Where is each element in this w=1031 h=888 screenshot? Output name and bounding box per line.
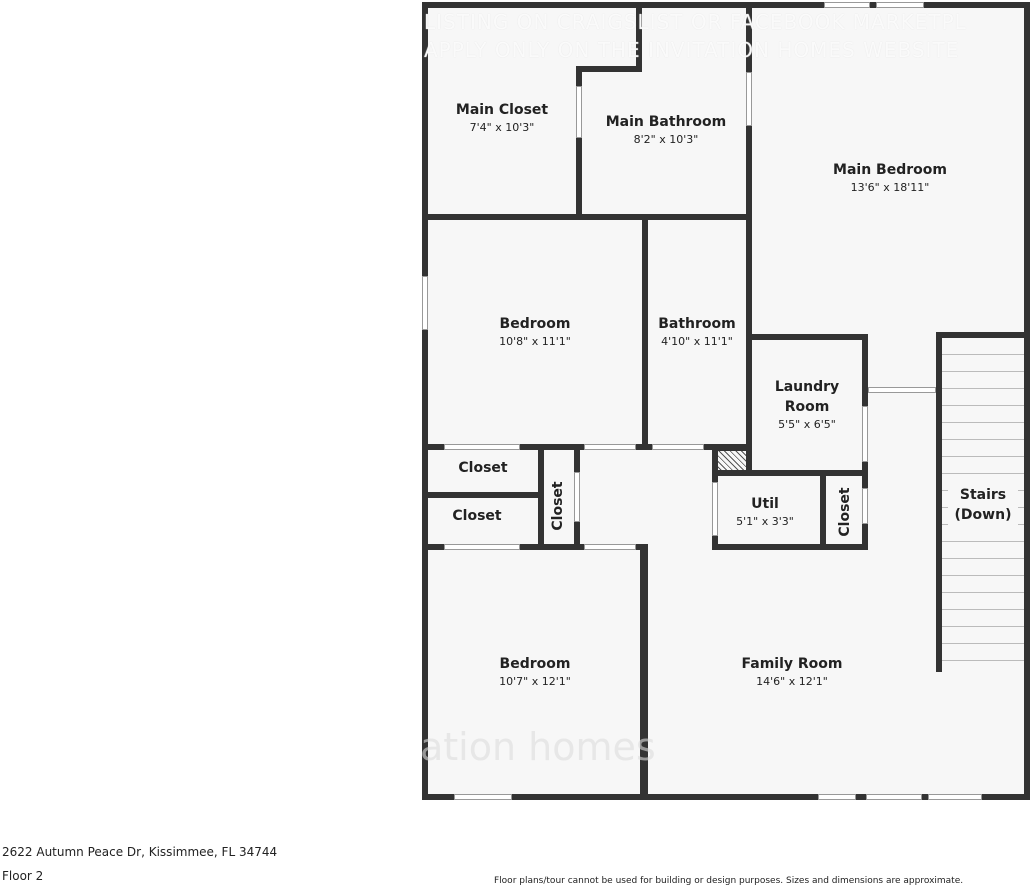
doorway	[574, 472, 580, 522]
window	[824, 2, 870, 8]
window	[422, 276, 428, 330]
wall	[642, 220, 648, 450]
doorway	[862, 406, 868, 462]
doorway	[746, 72, 752, 126]
doorway	[576, 86, 582, 138]
watermark-line-2: APPLY ONLY ON THE INVITATION HOMES WEBSI…	[424, 38, 960, 62]
window	[818, 794, 856, 800]
wall	[422, 492, 542, 498]
wall	[640, 544, 648, 800]
window	[928, 794, 982, 800]
room-closet-4: Closet	[837, 487, 853, 537]
wall	[1024, 2, 1030, 800]
doorway	[712, 482, 718, 536]
wall	[936, 332, 942, 672]
floor-label: Floor 2	[2, 869, 44, 883]
wall	[636, 2, 642, 72]
doorway	[862, 488, 868, 524]
address: 2622 Autumn Peace Dr, Kissimmee, FL 3474…	[2, 845, 278, 859]
window	[454, 794, 512, 800]
doorway	[652, 444, 704, 450]
wall	[936, 332, 1030, 338]
wall	[422, 214, 752, 220]
wall	[712, 470, 868, 476]
stairs-down: Stairs (Down)	[948, 485, 1018, 525]
wall	[422, 2, 428, 800]
wall	[746, 2, 752, 476]
doorway	[584, 444, 636, 450]
wall	[538, 450, 544, 550]
wall	[422, 2, 1030, 8]
wall	[422, 794, 1030, 800]
wall	[422, 544, 648, 550]
floor-area	[422, 2, 1030, 800]
railing	[868, 387, 936, 393]
disclaimer: Floor plans/tour cannot be used for buil…	[494, 876, 964, 886]
watermark-line-1: LISTING ON CRAIGSLIST OR FACEBOOK MARKET…	[424, 10, 967, 34]
window	[866, 794, 922, 800]
wall	[576, 66, 582, 220]
doorway	[584, 544, 636, 550]
doorway	[444, 444, 520, 450]
room-closet-3: Closet	[550, 481, 566, 531]
wall	[576, 66, 642, 72]
room-closet-1: Closet	[458, 460, 508, 476]
window	[876, 2, 924, 8]
wall	[752, 334, 868, 340]
hatched-shaft	[716, 450, 748, 472]
doorway	[444, 544, 520, 550]
room-closet-2: Closet	[452, 508, 502, 524]
watermark-logo: ation homes	[420, 725, 656, 769]
wall	[712, 544, 868, 550]
wall	[820, 476, 826, 550]
